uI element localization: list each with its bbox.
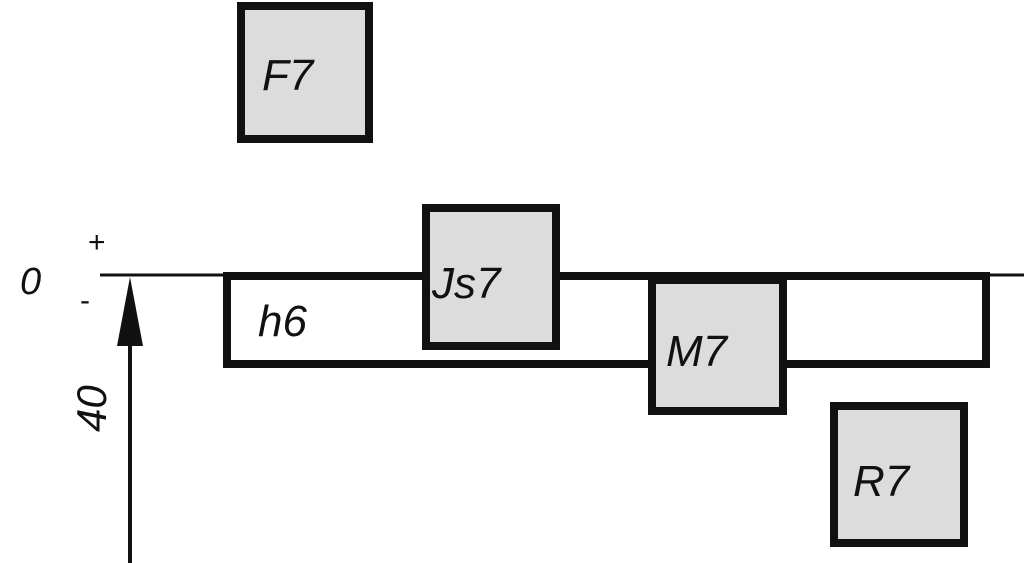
- nominal-size-label: 40: [68, 385, 115, 432]
- plus-sign: +: [88, 226, 106, 259]
- zero-label: 0: [20, 261, 41, 303]
- hole-zone-m7: M7: [648, 276, 787, 415]
- shaft-label-h6: h6: [258, 297, 307, 346]
- hole-label-js7: Js7: [431, 259, 502, 308]
- hole-label-f7: F7: [262, 51, 315, 100]
- shaft-zone-h6: [223, 272, 990, 368]
- hole-zone-r7: R7: [830, 402, 968, 547]
- arrow-up-icon: [117, 277, 143, 346]
- hole-label-m7: M7: [666, 327, 729, 376]
- minus-sign: -: [80, 284, 90, 317]
- hole-zone-js7: Js7: [422, 204, 560, 350]
- hole-zone-f7: F7: [237, 2, 373, 143]
- hole-label-r7: R7: [853, 457, 911, 506]
